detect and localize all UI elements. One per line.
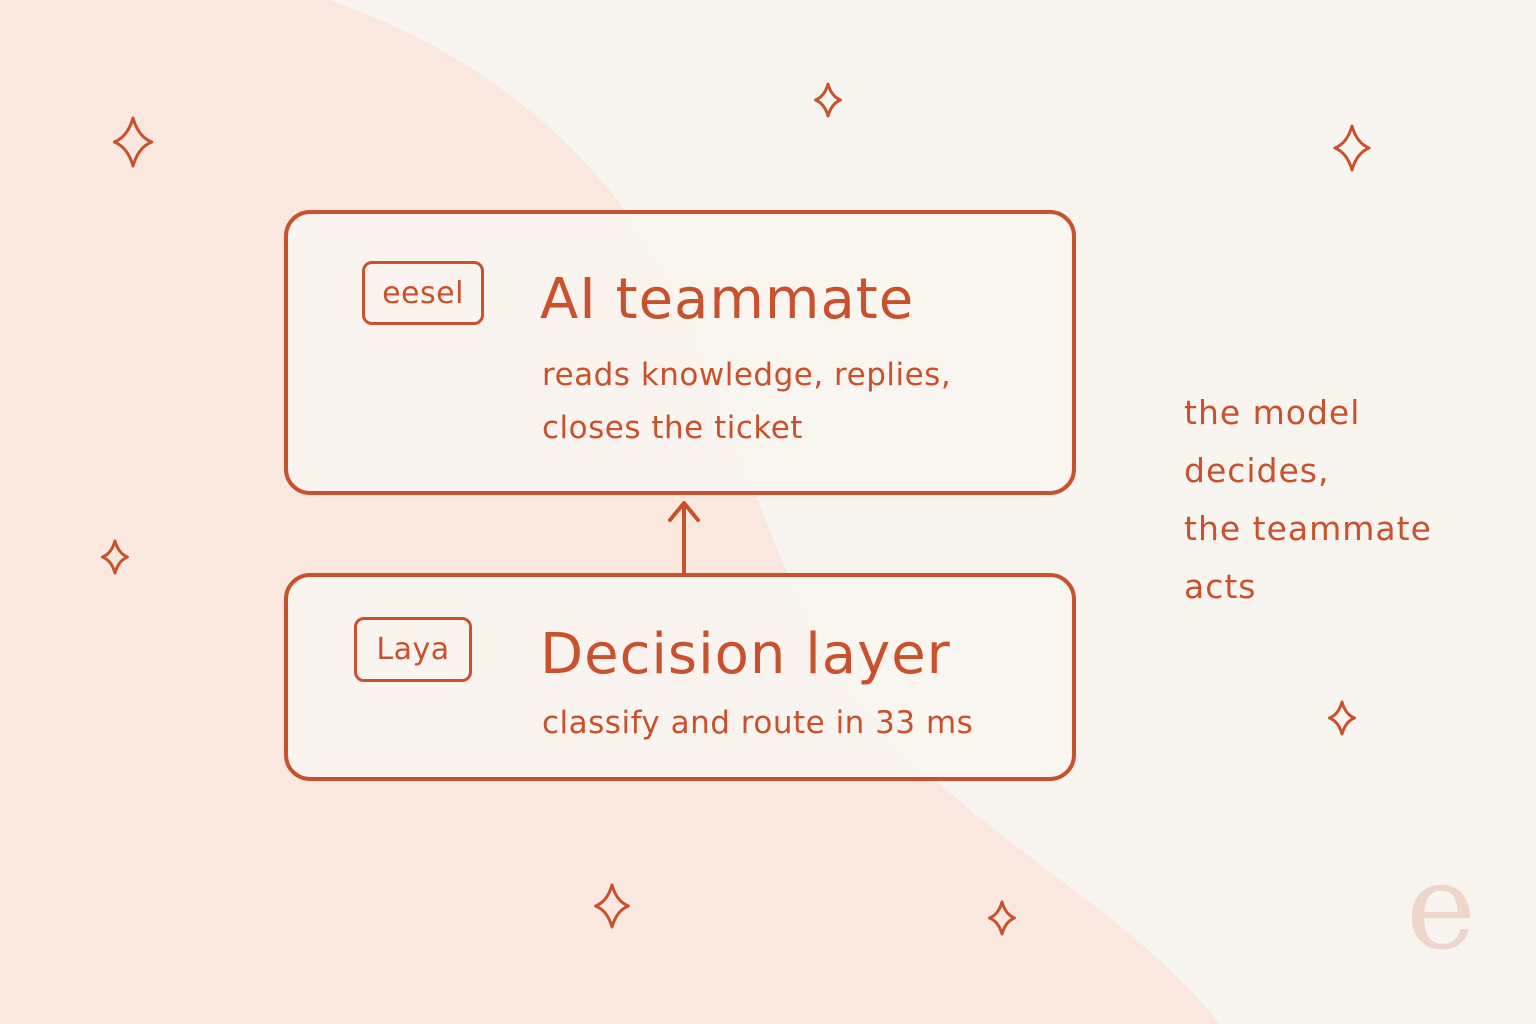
- description-line: classify and route in 33 ms: [542, 705, 974, 741]
- decision-layer-box: Laya Decision layer classify and route i…: [284, 573, 1076, 781]
- side-note-line: decides,: [1184, 451, 1330, 490]
- sparkle-icon: [814, 82, 842, 118]
- side-note: the model decides, the teammate acts: [1184, 384, 1432, 616]
- sparkle-icon: [988, 900, 1016, 936]
- ai-teammate-description: reads knowledge, replies, closes the tic…: [542, 349, 951, 455]
- side-note-line: the model: [1184, 393, 1361, 432]
- ai-teammate-title: AI teammate: [540, 267, 915, 332]
- sparkle-icon: [594, 883, 630, 929]
- connector-arrow: [668, 501, 700, 575]
- sparkle-icon: [1333, 124, 1371, 172]
- decision-layer-description: classify and route in 33 ms: [542, 697, 973, 750]
- background-blob: [0, 0, 1220, 1024]
- eesel-tag: eesel: [362, 261, 484, 325]
- sparkle-icon: [112, 116, 154, 168]
- sparkle-icon: [101, 539, 129, 575]
- ai-teammate-box: eesel AI teammate reads knowledge, repli…: [284, 210, 1076, 495]
- side-note-line: acts: [1184, 567, 1257, 606]
- decision-layer-title: Decision layer: [540, 622, 951, 687]
- description-line: closes the ticket: [542, 410, 803, 446]
- laya-tag: Laya: [354, 617, 472, 682]
- sparkle-icon: [1328, 700, 1356, 736]
- description-line: reads knowledge, replies,: [542, 357, 952, 393]
- arrow-up-icon: [668, 501, 700, 522]
- side-note-line: the teammate: [1184, 509, 1432, 548]
- eesel-logo-icon: e: [1406, 838, 1476, 976]
